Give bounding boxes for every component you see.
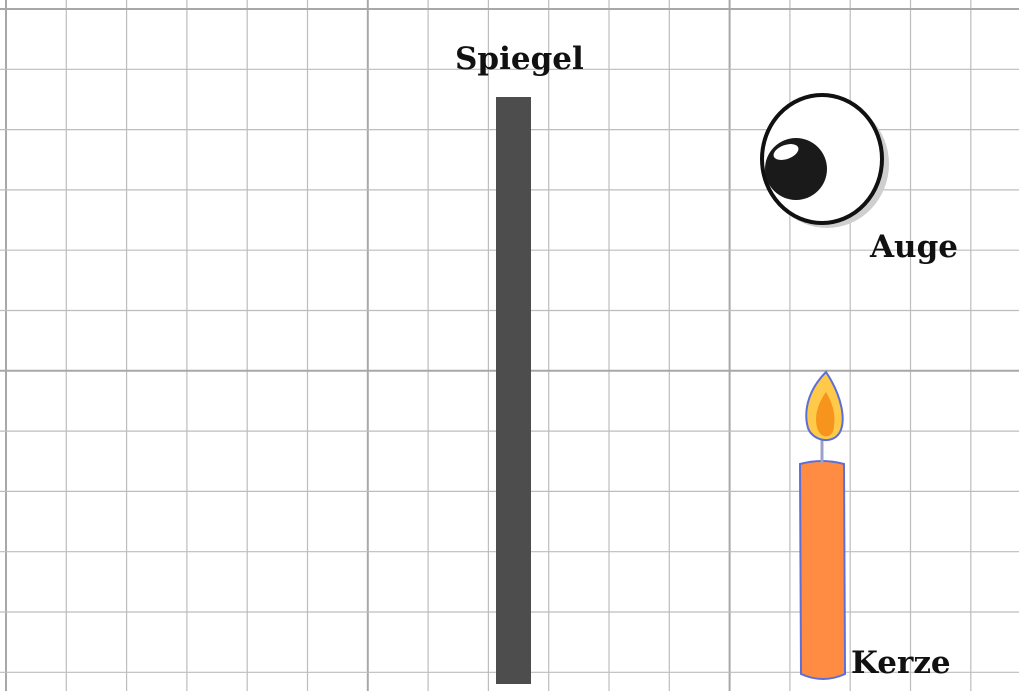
eye-label: Auge (870, 232, 958, 263)
candle-icon (800, 372, 845, 679)
eye-icon (762, 95, 889, 228)
mirror-bar (496, 97, 531, 684)
mirror-label: Spiegel (455, 44, 584, 75)
candle-label: Kerze (851, 648, 951, 679)
